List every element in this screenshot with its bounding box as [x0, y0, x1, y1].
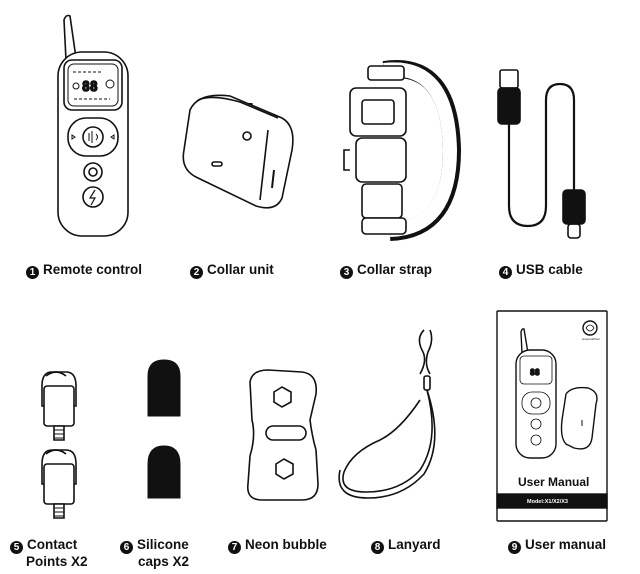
caption-label: User manual: [525, 537, 607, 552]
lanyard-image: [338, 329, 436, 499]
caption-label: Collar strap: [357, 262, 433, 277]
remote-control-image: 88: [57, 14, 129, 237]
caption-usb-cable: 4 USB cable: [499, 262, 583, 279]
caption-collar-strap: 3 Collar strap: [340, 262, 432, 279]
usb-cable-image: [497, 69, 586, 239]
caption-lanyard: 8 Lanyard: [371, 537, 441, 554]
number-badge: 8: [371, 541, 384, 554]
number-badge: 2: [190, 266, 203, 279]
silicone-caps-image: [147, 359, 181, 499]
caption-label: Remote control: [43, 262, 143, 277]
number-badge: 1: [26, 266, 39, 279]
caption-remote-control: 1 Remote control: [26, 262, 142, 279]
collar-unit-image: [182, 94, 294, 209]
manual-model-text: Model:X1/X2/X3: [527, 499, 568, 505]
caption-label: Lanyard: [388, 537, 441, 552]
number-badge: 7: [228, 541, 241, 554]
contact-points-image: [41, 371, 77, 519]
remote-display-digits: 88: [82, 80, 98, 95]
caption-label: Silicone: [137, 537, 189, 552]
number-badge: 5: [10, 541, 23, 554]
number-badge: 6: [120, 541, 133, 554]
caption-label: USB cable: [516, 262, 583, 277]
number-badge: 3: [340, 266, 353, 279]
caption-label: Neon bubble: [245, 537, 327, 552]
collar-strap-image: [343, 60, 462, 241]
caption-collar-unit: 2 Collar unit: [190, 262, 274, 279]
caption-silicone-caps: 6 Silicone caps X2: [120, 537, 189, 569]
manual-logo-text: AmericaPhon: [582, 337, 600, 341]
svg-text:88: 88: [530, 368, 540, 377]
caption-label-line2: Points X2: [26, 554, 88, 569]
number-badge: 4: [499, 266, 512, 279]
neon-bubble-image: [246, 369, 319, 501]
caption-label: Collar unit: [207, 262, 274, 277]
caption-neon-bubble: 7 Neon bubble: [228, 537, 327, 554]
user-manual-image: 88 AmericaPhon User Manual Model:X1/X2/X…: [496, 310, 608, 522]
caption-label: Contact: [27, 537, 78, 552]
caption-user-manual: 9 User manual: [508, 537, 606, 554]
number-badge: 9: [508, 541, 521, 554]
manual-cover-title: User Manual: [518, 475, 589, 489]
caption-label-line2: caps X2: [138, 554, 190, 569]
caption-contact-points: 5 Contact Points X2: [10, 537, 88, 569]
